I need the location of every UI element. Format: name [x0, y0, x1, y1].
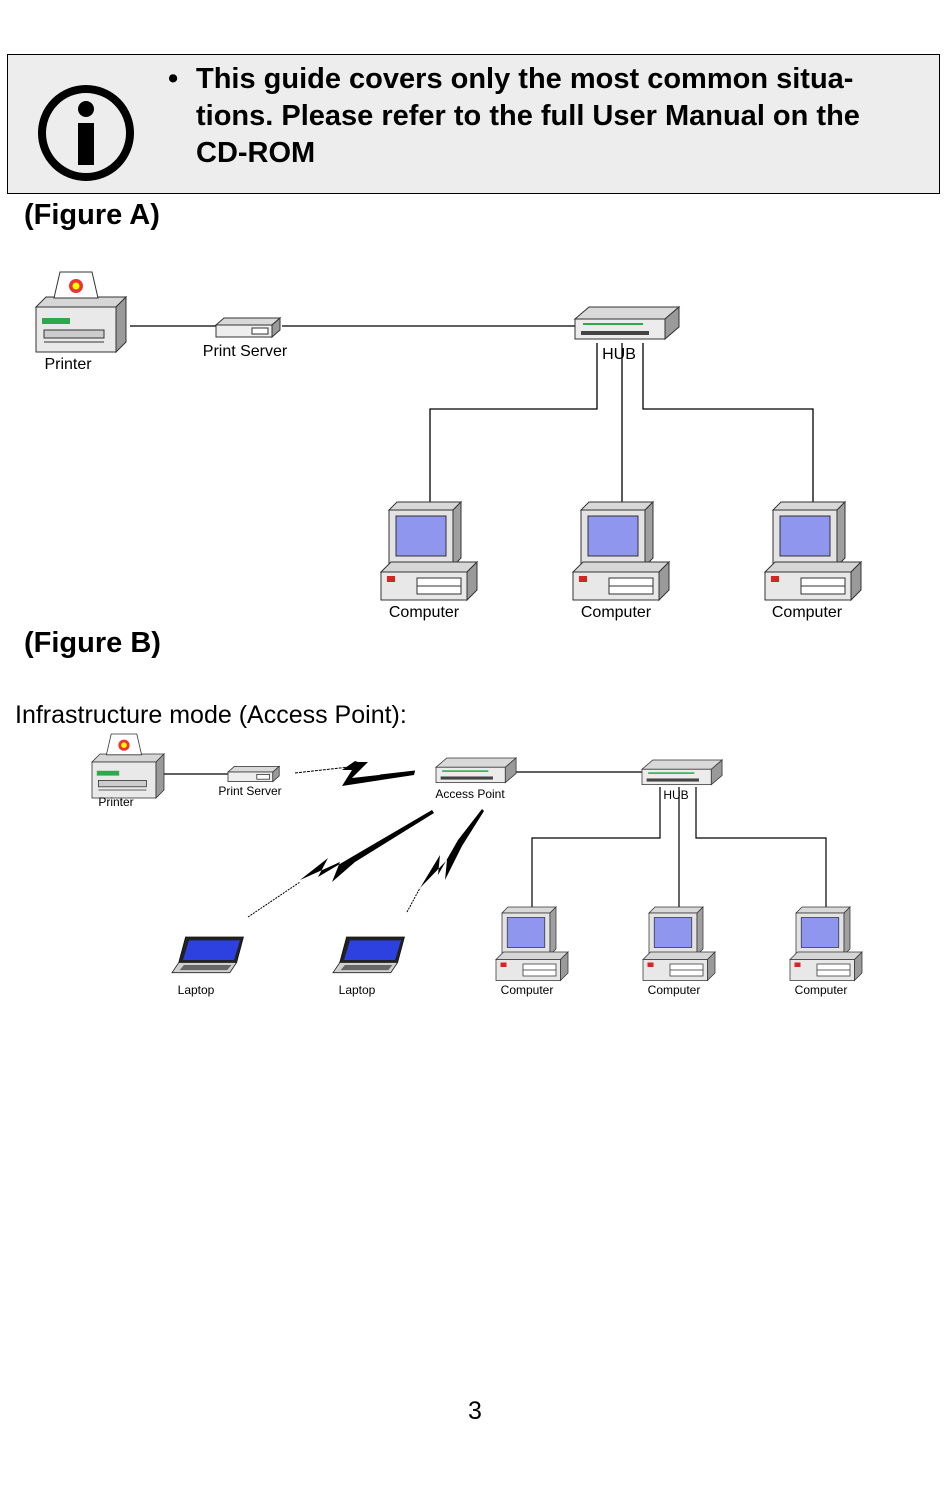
info-icon: [38, 85, 134, 181]
computer-label-2: Computer: [581, 604, 652, 621]
wireless-link-ap-laptop-2: [406, 809, 484, 913]
cable-hub-computer-3: [642, 343, 814, 503]
access-point-label: Access Point: [435, 787, 505, 801]
page-number: 3: [468, 1397, 482, 1425]
hub-label-b: HUB: [663, 788, 688, 802]
figure-b-label: (Figure B): [24, 627, 161, 659]
laptop-label-1: Laptop: [178, 983, 215, 997]
bullet-glyph: •: [168, 63, 179, 95]
computer-icon: [764, 501, 862, 601]
note-line-3: CD-ROM: [196, 137, 316, 169]
computer-icon: [642, 906, 716, 981]
note-line-1: This guide covers only the most common s…: [196, 63, 854, 95]
cable-hub-computer-b1: [531, 787, 661, 908]
figure-b-caption: Infrastructure mode (Access Point):: [15, 701, 407, 729]
computer-icon: [380, 501, 478, 601]
computer-label-3: Computer: [772, 604, 843, 621]
wireless-link-server-ap: [294, 761, 416, 786]
cable-hub-computer-b3: [695, 787, 827, 908]
printer-icon: [35, 271, 127, 353]
access-point-icon: [435, 757, 517, 784]
hub-icon: [574, 306, 680, 340]
note-line-2: tions. Please refer to the full User Man…: [196, 100, 860, 132]
figure-a-diagram: Printer Print Server HUB Computer Comput…: [35, 271, 862, 621]
printer-label-b: Printer: [98, 795, 133, 809]
laptop-icon: [332, 936, 405, 974]
wireless-link-ap-laptop-1: [247, 810, 434, 918]
info-note-text: • This guide covers only the most common…: [168, 61, 928, 172]
computer-label-b1: Computer: [501, 983, 554, 997]
print-server-icon: [215, 317, 281, 338]
figure-b-diagram: Printer Print Server Access Point HUB La…: [91, 733, 863, 997]
hub-icon: [641, 759, 723, 786]
cable-hub-computer-1: [429, 343, 598, 503]
print-server-label: Print Server: [203, 343, 288, 360]
computer-icon: [495, 906, 569, 981]
computer-label-1: Computer: [389, 604, 460, 621]
computer-icon: [789, 906, 863, 981]
figure-a-label: (Figure A): [24, 199, 160, 231]
hub-label: HUB: [602, 346, 636, 363]
laptop-icon: [171, 936, 244, 974]
printer-label: Printer: [44, 356, 92, 373]
computer-icon: [572, 501, 670, 601]
info-note-box: • This guide covers only the most common…: [7, 54, 940, 194]
printer-icon: [91, 733, 165, 799]
print-server-label-b: Print Server: [218, 784, 281, 798]
computer-label-b2: Computer: [648, 983, 701, 997]
print-server-icon: [227, 766, 280, 782]
laptop-label-2: Laptop: [339, 983, 376, 997]
computer-label-b3: Computer: [795, 983, 848, 997]
